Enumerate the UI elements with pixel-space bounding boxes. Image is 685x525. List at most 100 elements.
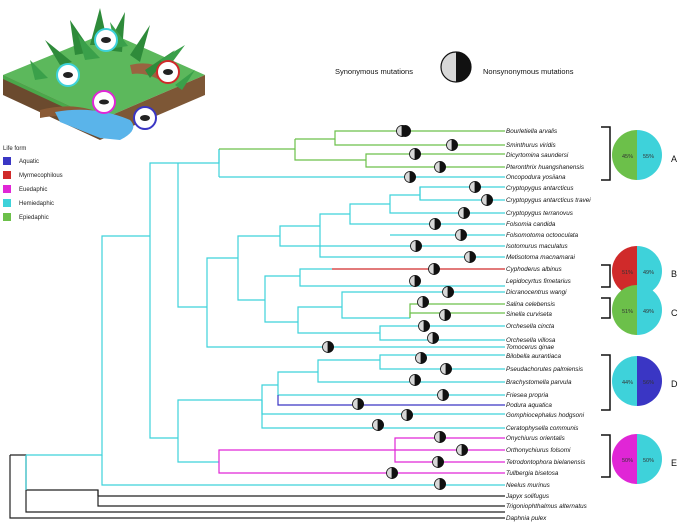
- node-pie: [417, 296, 429, 308]
- group-a-left-pct: 45%: [622, 154, 633, 160]
- group-c-left-pct: 51%: [622, 309, 633, 315]
- node-pie: [446, 139, 458, 151]
- node-pie: [409, 275, 421, 287]
- group-c-bracket: [601, 297, 611, 319]
- taxon-label: Oncopodura yosiiana: [506, 174, 566, 181]
- taxon-label: Sminthurus viridis: [506, 142, 557, 149]
- node-pie: [469, 181, 481, 193]
- group-e-bracket: [601, 434, 611, 478]
- taxon-label: Orchesella villosa: [506, 337, 556, 344]
- node-pie: [415, 352, 427, 364]
- taxon-label: Orthonychiurus folsomi: [506, 447, 571, 454]
- nonsynonymous-label: Nonsynonymous mutations: [483, 67, 574, 76]
- group-d-right-pct: 56%: [643, 380, 654, 386]
- group-c-letter: C: [671, 308, 678, 318]
- group-a-letter: A: [671, 154, 677, 164]
- node-pie: [410, 240, 422, 252]
- legend-swatch-euedaphic: [3, 185, 11, 193]
- taxon-label: Neelus murinus: [506, 482, 551, 489]
- taxon-label: Japyx solifugus: [505, 493, 550, 500]
- group-b-letter: B: [671, 269, 677, 279]
- taxon-label: Cyphoderus albinus: [506, 266, 563, 273]
- node-pie: [456, 444, 468, 456]
- group-c-pie: [612, 285, 662, 335]
- node-pie: [429, 218, 441, 230]
- taxon-label: Dicyrtomina saundersi: [506, 152, 569, 159]
- group-a-pie: [612, 130, 662, 180]
- legend-swatch-epiedaphic: [3, 213, 11, 221]
- node-pie: [458, 207, 470, 219]
- synonymous-label: Synonymous mutations: [335, 67, 413, 76]
- life-form-legend: Life form Aquatic Myrmecophilous Euedaph…: [3, 146, 63, 221]
- taxon-label: Podura aquatica: [506, 402, 552, 409]
- habitat-illustration: [3, 8, 205, 140]
- node-pie: [322, 341, 334, 353]
- legend-label-hemiedaphic: Hemiedaphic: [19, 201, 54, 207]
- taxon-label: Tomocerus qinae: [506, 344, 555, 351]
- legend-label-myrmecophilous: Myrmecophilous: [19, 173, 63, 179]
- group-e-pie: [612, 434, 662, 484]
- taxon-label: Salina celebensis: [506, 301, 556, 308]
- node-pie: [442, 286, 454, 298]
- node-pie: [437, 389, 449, 401]
- node-pies: [322, 125, 493, 490]
- group-b-left-pct: 51%: [622, 270, 633, 276]
- group-c: 51% 49% C: [601, 285, 678, 335]
- taxon-label: Metisotoma macnamarai: [506, 254, 576, 261]
- taxon-label: Bourletiella arvalis: [506, 128, 558, 135]
- taxon-label: Pseudachorutes palmiensis: [506, 366, 584, 373]
- taxon-label: Trigoniophthalmus alternatus: [506, 503, 588, 510]
- node-pie: [434, 478, 446, 490]
- taxon-label: Bilobella aurantiaca: [506, 353, 561, 360]
- mutation-legend: Synonymous mutations Nonsynonymous mutat…: [335, 51, 574, 83]
- tree-branches: [9, 130, 505, 519]
- group-b-right-pct: 49%: [643, 270, 654, 276]
- node-pie: [427, 332, 439, 344]
- node-pie: [434, 431, 446, 443]
- taxon-label: Isotomurus maculatus: [506, 243, 568, 250]
- node-pie: [396, 125, 408, 137]
- taxon-label: Gomphiocephalus hodgsoni: [506, 412, 585, 419]
- group-e-left-pct: 50%: [622, 458, 633, 464]
- group-d-left-pct: 44%: [622, 380, 633, 386]
- group-a: 45% 55% A: [601, 126, 677, 181]
- taxon-label: Brachystomella parvula: [506, 379, 572, 386]
- group-e-right-pct: 50%: [643, 458, 654, 464]
- taxon-label: Lepidocyrtus fimetarius: [506, 278, 572, 285]
- taxon-label: Tullbergia bisetosa: [506, 470, 559, 477]
- node-pie: [481, 194, 493, 206]
- taxon-label: Cryptopygus antarcticus travei: [506, 197, 591, 204]
- node-pie: [409, 374, 421, 386]
- node-pie: [428, 263, 440, 275]
- group-e: 50% 50% E: [601, 434, 677, 484]
- legend-label-euedaphic: Euedaphic: [19, 187, 47, 193]
- taxon-label: Folsomotoma octooculata: [506, 232, 579, 239]
- group-d-pie: [612, 356, 662, 406]
- node-pie: [386, 467, 398, 479]
- node-pie: [372, 419, 384, 431]
- taxon-label: Cryptopygus antarcticus: [506, 185, 574, 192]
- group-d-bracket: [601, 354, 611, 411]
- group-d: 44% 56% D: [601, 354, 678, 411]
- group-d-letter: D: [671, 379, 678, 389]
- taxon-label: Dicranocentrus wangi: [506, 289, 567, 296]
- taxon-label: Daphnia pulex: [506, 515, 547, 522]
- taxon-label: Sinella curviseta: [506, 311, 552, 318]
- group-a-right-pct: 55%: [643, 154, 654, 160]
- legend-swatch-aquatic: [3, 157, 11, 165]
- taxon-label: Tetrodontophora bielanensis: [506, 459, 586, 466]
- node-pie: [439, 309, 451, 321]
- life-form-title: Life form: [3, 146, 26, 152]
- taxon-label: Pteronthrix huangshanensis: [506, 164, 585, 171]
- group-b-bracket: [601, 264, 611, 288]
- taxon-label: Cryptopygus terranovus: [506, 210, 574, 217]
- node-pie: [464, 251, 476, 263]
- taxon-label: Onychiurus orientalis: [506, 435, 566, 442]
- legend-label-aquatic: Aquatic: [19, 159, 39, 165]
- taxon-label: Ceratophysella communis: [506, 425, 579, 432]
- node-pie: [432, 456, 444, 468]
- taxon-labels: Bourletiella arvalis Sminthurus viridis …: [505, 128, 591, 522]
- taxon-label: Friesea propria: [506, 392, 549, 399]
- group-a-bracket: [601, 126, 611, 181]
- mutation-legend-pie-dark: [456, 52, 471, 82]
